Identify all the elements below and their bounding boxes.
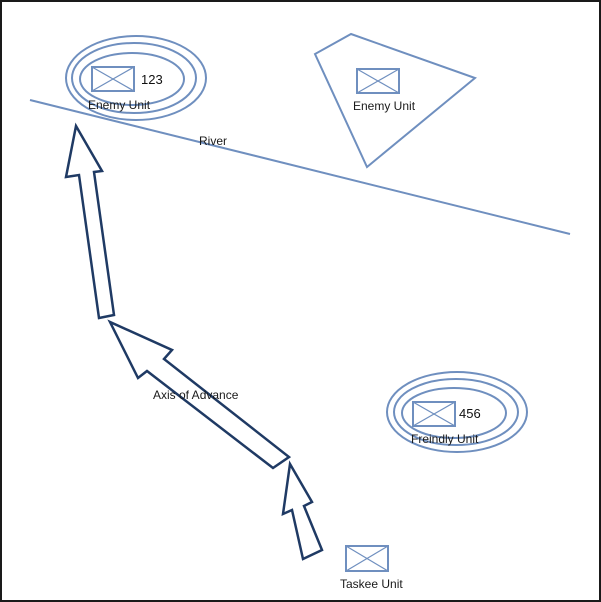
enemy-unit-2: Enemy Unit bbox=[313, 32, 477, 169]
enemy-unit-1-designation: 123 bbox=[141, 72, 163, 87]
axis-arrow-icon bbox=[64, 122, 116, 320]
axis-of-advance: Axis of Advance bbox=[64, 122, 324, 561]
friendly-unit: 456 Freindly Unit bbox=[386, 371, 528, 453]
unit-symbol-icon bbox=[345, 545, 389, 572]
friendly-unit-ring-inner bbox=[401, 387, 507, 439]
enemy-area-polygon bbox=[313, 32, 477, 169]
axis-of-advance-label: Axis of Advance bbox=[153, 388, 239, 402]
friendly-unit-designation: 456 bbox=[459, 406, 481, 421]
enemy-unit-1-label: Enemy Unit bbox=[88, 98, 151, 112]
unit-symbol-icon bbox=[412, 401, 456, 427]
unit-symbol-icon bbox=[91, 66, 135, 92]
enemy-unit-1-ring-mid bbox=[71, 42, 197, 114]
enemy-unit-1-ring-inner bbox=[79, 52, 185, 106]
taskee-unit-label: Taskee Unit bbox=[340, 577, 403, 591]
friendly-unit-ring-outer bbox=[386, 371, 528, 453]
friendly-unit-ring-mid bbox=[393, 378, 519, 446]
friendly-unit-label: Freindly Unit bbox=[411, 432, 479, 446]
unit-symbol-icon bbox=[356, 68, 400, 94]
river-line bbox=[29, 99, 571, 235]
taskee-unit: Taskee Unit bbox=[340, 545, 403, 591]
enemy-unit-1-ring-outer bbox=[65, 35, 207, 121]
axis-arrow-icon bbox=[107, 319, 292, 470]
enemy-unit-2-label: Enemy Unit bbox=[353, 99, 416, 113]
axis-arrow-icon bbox=[281, 460, 324, 561]
enemy-unit-1: 123 Enemy Unit bbox=[65, 35, 207, 121]
river-label: River bbox=[199, 134, 227, 148]
